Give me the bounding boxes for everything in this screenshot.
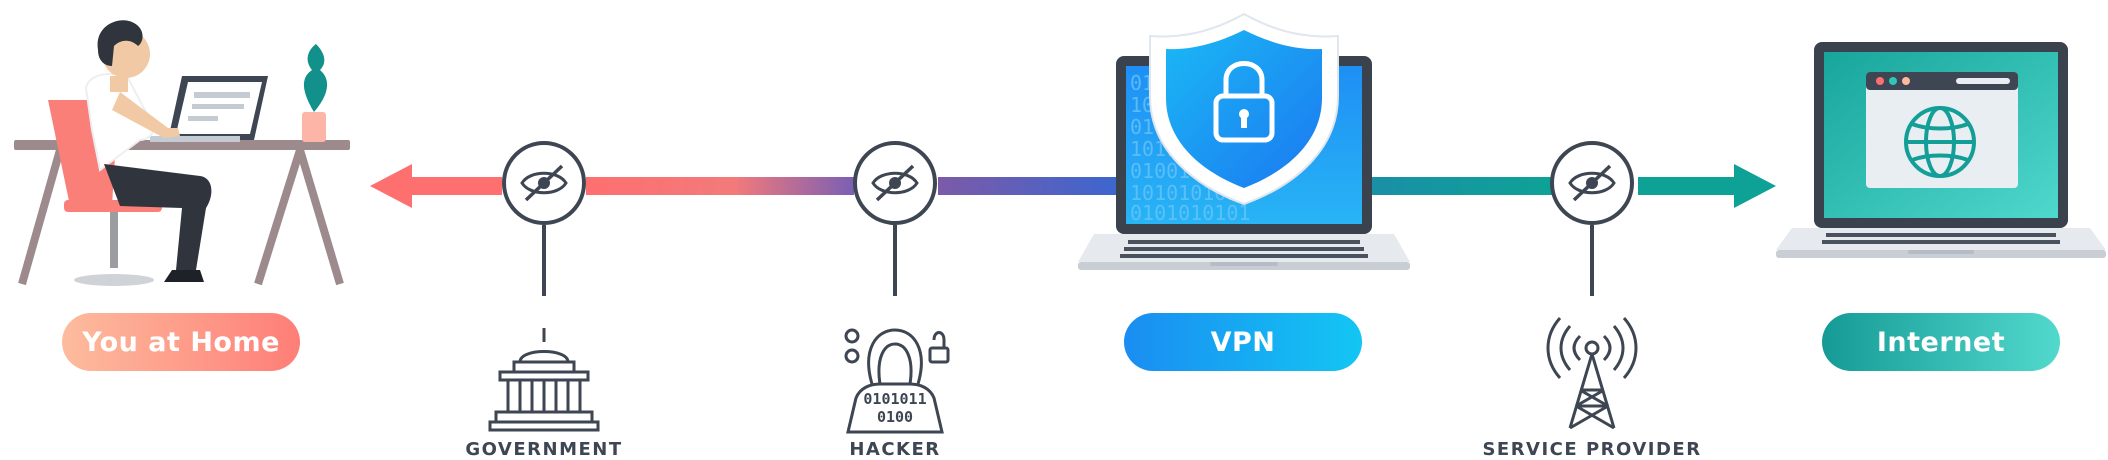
radio-tower-icon [1546,317,1638,430]
hacker-observer: 0101011 0100 [844,141,950,434]
service-provider-caption: SERVICE PROVIDER [1482,439,1702,460]
vpn-label: VPN [1210,326,1276,358]
line-segment-hacker-vpn [938,177,1118,195]
home-label-pill: You at Home [62,313,300,371]
hacker-code-line-2: 0100 [877,408,913,426]
line-segment-government-hacker [586,177,854,195]
hacker-code-line-1: 0101011 [863,390,926,408]
line-segment-provider-internet [1638,177,1738,195]
vpn-label-pill: VPN [1124,313,1362,371]
line-segment-home-government [410,177,502,195]
internet-label-pill: Internet [1822,313,2060,371]
government-caption: GOVERNMENT [465,439,623,460]
connection-line [370,164,1776,208]
arrow-left-head-icon [370,164,412,208]
binary-row: 0101010101 [1130,201,1250,225]
service-provider-observer [1546,141,1638,430]
hacker-caption: HACKER [849,439,941,460]
shield-lock-icon [1149,12,1339,206]
internet-laptop-illustration [1776,42,2106,258]
person-at-desk-illustration [14,20,350,286]
line-segment-vpn-provider [1368,177,1554,195]
arrow-right-head-icon [1734,164,1776,208]
government-observer [488,141,600,432]
home-label: You at Home [82,326,280,358]
internet-label: Internet [1876,326,2006,358]
globe-icon [1904,106,1976,178]
capitol-building-icon [488,328,600,432]
hooded-hacker-icon [844,328,950,434]
